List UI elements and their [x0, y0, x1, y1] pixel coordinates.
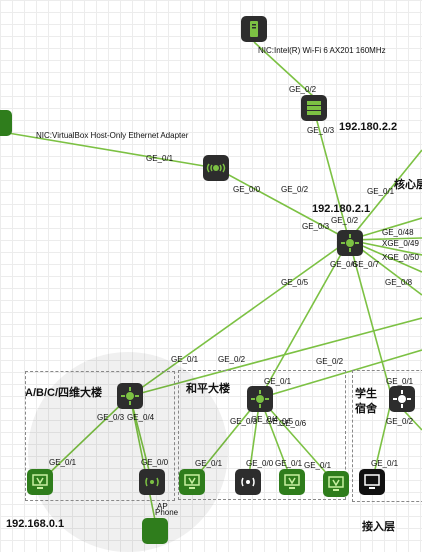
port-label: GE_0/2 — [289, 85, 317, 94]
port-label: GE_0/2 — [281, 185, 309, 194]
port-label: GE_0/48 — [382, 228, 414, 237]
zone-abc-title: A/B/C/四维大楼 — [25, 387, 102, 399]
router-icon[interactable] — [203, 155, 229, 181]
port-label: GE_0/7 — [352, 260, 380, 269]
port-label: GE_0/5 — [281, 278, 309, 287]
port-label: GE_0/3 — [97, 413, 125, 422]
port-label: GE_0/1 — [49, 458, 77, 467]
link-dorm-pc[interactable] — [371, 397, 393, 483]
pc-monitor-icon-heping-1[interactable] — [179, 469, 205, 495]
zone-heping[interactable] — [178, 370, 346, 500]
port-label: GE_0/0 — [141, 458, 169, 467]
link-core-dorm[interactable] — [348, 239, 393, 399]
server-glyph — [307, 101, 321, 115]
port-label: GE_0/1 — [275, 459, 303, 468]
ip-label-server: 192.180.2.2 — [339, 121, 398, 133]
zone-abc[interactable] — [25, 371, 175, 501]
wireless-ap-icon-abc[interactable] — [139, 469, 165, 495]
nic-wifi-label: NIC:Intel(R) Wi-Fi 6 AX201 160MHz — [258, 46, 386, 55]
pc-monitor-heping-3-glyph — [328, 476, 344, 491]
core-layer-title: 核心层 — [394, 179, 422, 191]
port-label: GE_0/4 — [251, 415, 279, 424]
port-label: GE_0/1 — [146, 154, 174, 163]
port-label: GE_0/3 — [302, 222, 330, 231]
port-label: XGE_0/49 — [382, 239, 419, 248]
port-label: GE_0/0 — [233, 185, 261, 194]
switch-dorm-glyph — [393, 390, 411, 408]
zone-dorm[interactable] — [352, 370, 422, 502]
link-abc-pc[interactable] — [39, 395, 131, 483]
switch-icon-abc[interactable] — [117, 383, 143, 409]
port-label: GE_0/2 — [386, 417, 414, 426]
core-switch-icon[interactable] — [337, 230, 363, 256]
port-label: XGE_0/50 — [382, 253, 419, 262]
ip-label-bottom: 192.168.0.1 — [6, 518, 65, 530]
pc-monitor-heping-1-glyph — [184, 474, 200, 489]
pc-tower-icon[interactable] — [241, 16, 267, 42]
switch-icon-dorm[interactable] — [389, 386, 415, 412]
link-abc-phone[interactable] — [129, 395, 156, 521]
port-label: GE_0/5 — [266, 417, 294, 426]
port-label: GE_0/1 — [386, 377, 414, 386]
pc-tower-glyph — [250, 21, 258, 37]
port-label: GE_0/3 — [230, 417, 258, 426]
zone-dorm-title-2: 宿舍 — [355, 403, 377, 415]
port-label: GE_0/2 — [316, 357, 344, 366]
link-heping-pc3[interactable] — [259, 397, 337, 485]
core-switch-glyph — [341, 234, 359, 252]
phone-label: Phone — [155, 508, 179, 517]
port-label: GE_0/2 — [331, 216, 359, 225]
port-label: GE_0/8 — [385, 278, 413, 287]
access-layer-title: 接入层 — [362, 521, 395, 533]
port-label: GE_0/1 — [304, 461, 332, 470]
link-heping-pc1[interactable] — [191, 397, 261, 483]
zone-dorm-title-1: 学生 — [355, 388, 377, 400]
switch-heping-glyph — [251, 390, 269, 408]
port-label: GE_0/1 — [264, 377, 292, 386]
phone-icon[interactable] — [142, 518, 168, 544]
link-vbox-router[interactable] — [7, 132, 217, 169]
server-icon[interactable] — [301, 95, 327, 121]
port-label: GE_0/1 — [195, 459, 223, 468]
link-heping-right[interactable] — [259, 349, 422, 399]
pc-monitor-icon-left[interactable] — [0, 110, 12, 136]
pc-monitor-icon-abc[interactable] — [27, 469, 53, 495]
pc-monitor-abc-glyph — [32, 474, 48, 489]
link-core-abc[interactable] — [129, 239, 350, 397]
port-label: GE_0/0 — [246, 459, 274, 468]
ap-abc-glyph — [145, 477, 159, 487]
ip-label-core: 192.180.2.1 — [312, 203, 371, 215]
pc-monitor-heping-2-glyph — [284, 474, 300, 489]
port-label: GE_0/3 — [307, 126, 335, 135]
ap-heping-glyph — [241, 477, 255, 487]
router-glyph — [206, 163, 226, 173]
pc-monitor-icon-heping-2[interactable] — [279, 469, 305, 495]
port-label: GE_0/1 — [171, 355, 199, 364]
port-label: GE_0/1 — [367, 187, 395, 196]
pc-monitor-icon-dorm[interactable] — [359, 469, 385, 495]
port-label: GE_0/6 — [279, 419, 307, 428]
link-core-right-top[interactable] — [348, 149, 422, 241]
link-heping-pc2[interactable] — [259, 397, 293, 483]
link-core-heping[interactable] — [259, 239, 350, 399]
link-heping-ap[interactable] — [247, 397, 261, 483]
switch-icon-heping[interactable] — [247, 386, 273, 412]
wireless-ap-icon-heping[interactable] — [235, 469, 261, 495]
port-label: GE_0/4 — [127, 413, 155, 422]
port-label: GE_0/6 — [330, 260, 358, 269]
nic-vbox-label: NIC:VirtualBox Host-Only Ethernet Adapte… — [36, 131, 189, 140]
pc-monitor-dorm-glyph — [364, 474, 380, 489]
link-router-core[interactable] — [215, 167, 350, 241]
pc-monitor-icon-heping-3[interactable] — [323, 471, 349, 497]
link-server-core[interactable] — [313, 109, 350, 241]
port-label: GE_0/2 — [218, 355, 246, 364]
phone-ap-label: AP — [157, 502, 168, 511]
link-pc-server[interactable] — [253, 41, 315, 98]
port-label: GE_0/1 — [371, 459, 399, 468]
zone-heping-title: 和平大楼 — [186, 383, 230, 395]
switch-abc-glyph — [121, 387, 139, 405]
